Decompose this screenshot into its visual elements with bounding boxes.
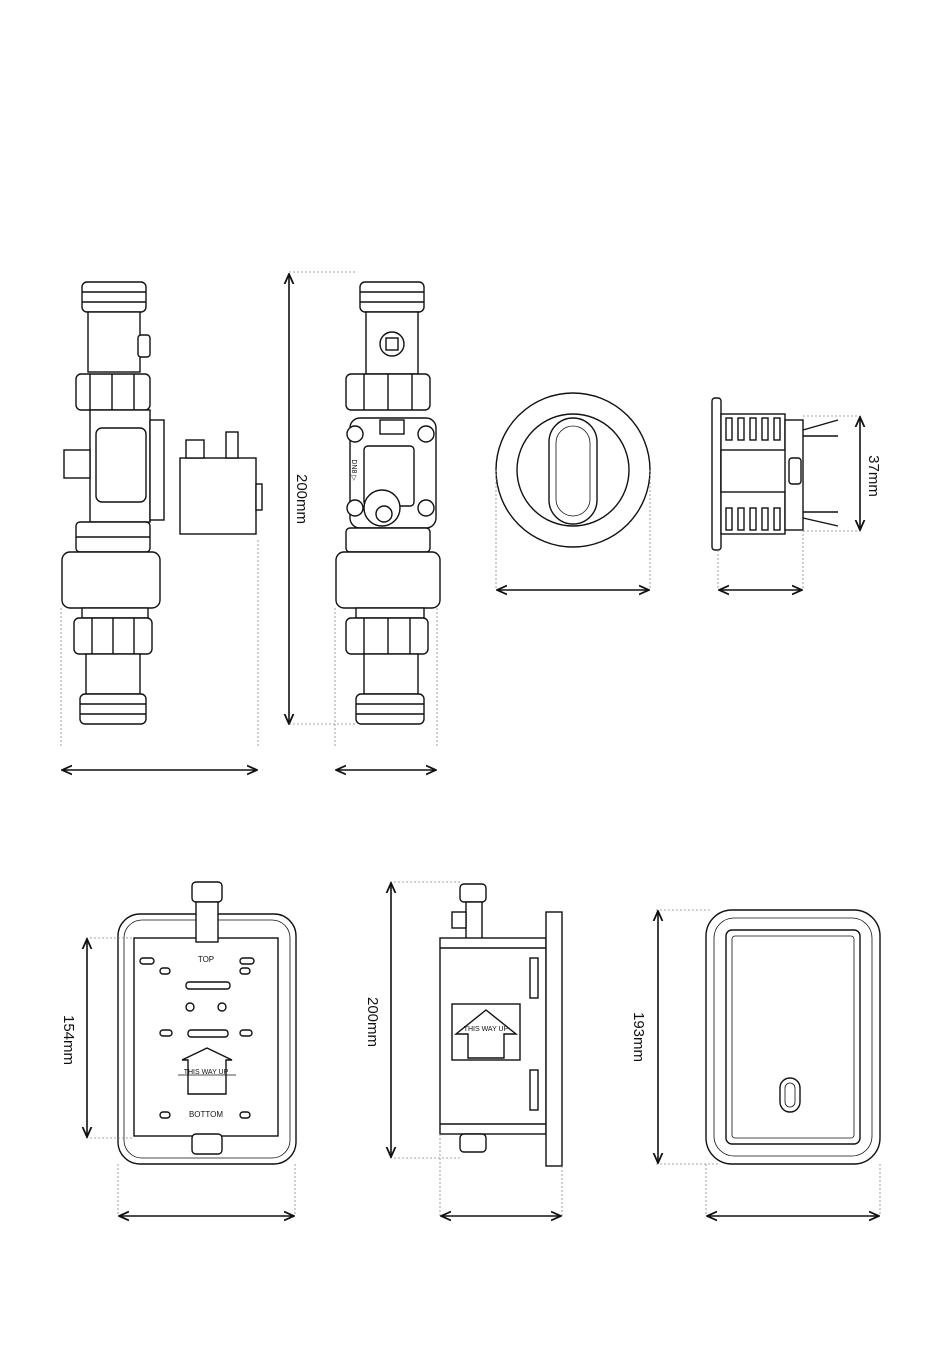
- box-this-way-up-label: THIS WAY UP: [184, 1069, 229, 1076]
- plate-height-label: 193mm: [630, 1012, 647, 1062]
- box-side-view: [440, 884, 562, 1166]
- box-top-label: TOP: [198, 955, 214, 964]
- round-sensor-side-view: [712, 398, 838, 550]
- cover-plate-front-view: [706, 910, 880, 1164]
- round-sensor-front-view: [496, 393, 650, 547]
- box-bottom-label: BOTTOM: [189, 1110, 223, 1119]
- sensor-depth-label: 37mm: [865, 455, 882, 497]
- valve-front-view: [62, 282, 262, 724]
- box-side-height-label: 200mm: [364, 997, 381, 1047]
- valve-side-view: [336, 282, 440, 724]
- box-side-this-way-up-label: THIS WAY UP: [464, 1026, 509, 1033]
- valve-side-marking: DN8 ▷: [350, 459, 357, 481]
- box-height-label: 154mm: [60, 1015, 77, 1065]
- valve-height-label: 200mm: [293, 474, 310, 524]
- box-front-view: [118, 882, 296, 1164]
